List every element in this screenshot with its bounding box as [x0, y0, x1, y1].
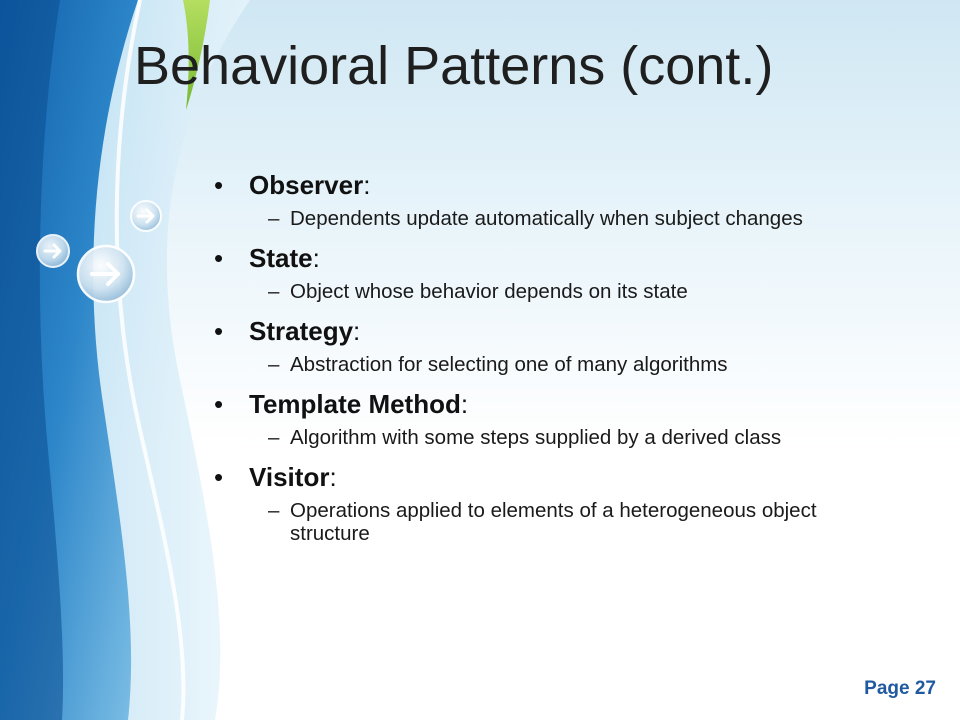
pattern-description: Dependents update automatically when sub… — [290, 207, 803, 230]
pattern-description: Algorithm with some steps supplied by a … — [290, 426, 782, 449]
dash-icon: – — [268, 207, 280, 230]
dash-icon: – — [268, 280, 280, 303]
pattern-name: State — [249, 243, 313, 273]
dash-icon: – — [268, 353, 280, 376]
pattern-name: Visitor — [249, 462, 330, 492]
bullet-icon: • — [214, 462, 224, 492]
bullet-list: •Observer: –Dependents update automatica… — [212, 168, 912, 556]
pattern-name: Observer — [249, 170, 364, 200]
pattern-colon: : — [353, 316, 361, 346]
pattern-colon: : — [312, 243, 320, 273]
pattern-description: Operations applied to elements of a hete… — [290, 499, 817, 545]
bullet-icon: • — [214, 243, 224, 273]
pattern-name: Template Method — [249, 389, 461, 419]
dash-icon: – — [268, 499, 280, 522]
dash-icon: – — [268, 426, 280, 449]
slide-title: Behavioral Patterns (cont.) — [134, 36, 774, 96]
pattern-description: Object whose behavior depends on its sta… — [290, 280, 688, 303]
list-item: • Observer: –Dependents update automatica… — [212, 168, 912, 230]
pattern-description: Abstraction for selecting one of many al… — [290, 353, 728, 376]
list-item: • State: –Object whose behavior depends o… — [212, 241, 912, 303]
arrow-circle-icon — [76, 244, 136, 304]
pattern-colon: : — [363, 170, 371, 200]
page-number: Page 27 — [864, 678, 936, 699]
list-item: • Template Method: –Algorithm with some s… — [212, 387, 912, 449]
list-item: • Visitor: –Operations applied to element… — [212, 460, 912, 545]
arrow-circle-icon — [36, 234, 70, 268]
bullet-icon: • — [214, 389, 224, 419]
arrow-circle-icon — [130, 200, 162, 232]
pattern-colon: : — [460, 389, 469, 419]
list-item: • Strategy: –Abstraction for selecting on… — [212, 314, 912, 376]
bullet-icon: • — [214, 316, 224, 346]
pattern-name: Strategy — [249, 316, 354, 346]
bullet-icon: • — [214, 170, 224, 200]
pattern-colon: : — [329, 462, 337, 492]
